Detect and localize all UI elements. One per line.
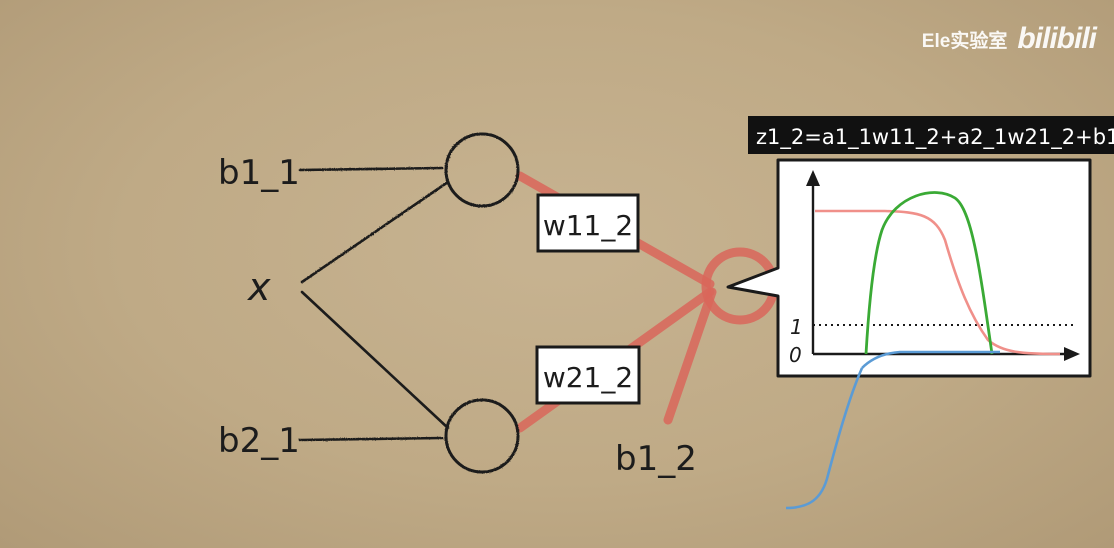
- weight-box-w11_2: w11_2: [536, 193, 640, 253]
- edge-b1_1-to-neuron1: [298, 166, 444, 172]
- bias-label-b1_2: b1_2: [615, 439, 697, 479]
- channel-name: Ele实验室: [921, 30, 1008, 52]
- y-axis-arrow-icon: [806, 170, 820, 186]
- input-label-x: x: [247, 265, 271, 309]
- blue-curve-inner: [861, 350, 1000, 369]
- weight-label-w11_2: w11_2: [543, 209, 633, 242]
- bias-label-b2_1: b2_1: [218, 421, 300, 461]
- formula-banner: z1_2=a1_1w11_2+a2_1w21_2+b1_2: [748, 116, 1114, 154]
- edge-x-to-neuron1: [300, 180, 450, 284]
- pink-curve: [815, 209, 1061, 356]
- bilibili-logo-icon: bilibili: [1017, 22, 1097, 55]
- weight-box-w21_2: w21_2: [535, 345, 641, 405]
- hidden-neuron-2: [444, 398, 520, 474]
- hidden-neuron-1: [444, 132, 520, 208]
- green-curve: [864, 191, 994, 355]
- edge-bias-to-output: [663, 287, 717, 425]
- watermark: Ele实验室 bilibili: [921, 22, 1097, 56]
- input-connections: [298, 166, 450, 442]
- x-axis-arrow-icon: [1064, 347, 1080, 361]
- bias-label-b1_1: b1_1: [218, 153, 300, 193]
- blue-curve-tail: [785, 367, 864, 510]
- tick-label-0: 0: [789, 343, 802, 367]
- activation-plot-bubble: 1 0: [726, 158, 1092, 378]
- edge-x-to-neuron2: [300, 290, 450, 430]
- formula-text: z1_2=a1_1w11_2+a2_1w21_2+b1_2: [756, 125, 1114, 150]
- weight-label-w21_2: w21_2: [543, 361, 633, 394]
- edge-b2_1-to-neuron2: [298, 436, 444, 442]
- tick-label-1: 1: [790, 315, 803, 339]
